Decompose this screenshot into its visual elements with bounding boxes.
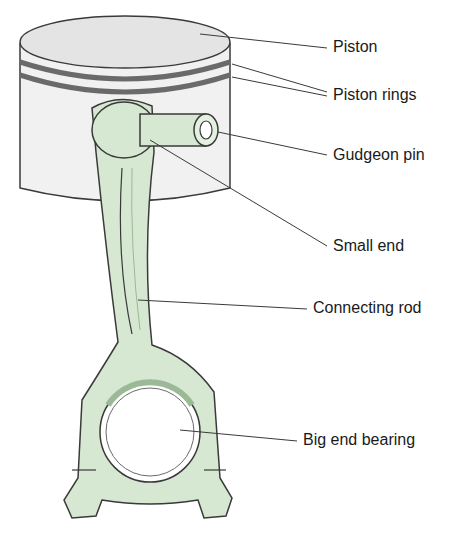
part-label: Big end bearing [303,430,415,450]
piston-ring [20,62,230,79]
leader-lines [138,34,327,441]
bearing-inner [106,388,194,476]
gudgeon-pin-bore [200,121,212,139]
piston-crown [20,16,230,68]
part-label: Piston rings [333,85,417,105]
leader-line [180,430,297,441]
connecting-rod [64,99,232,518]
part-label: Small end [333,236,404,256]
leader-line [232,64,327,92]
rod-rib-shade [132,168,140,330]
bearing-shell [108,382,192,405]
piston-ring [20,75,230,92]
leader-line [232,77,327,96]
bolt-line [72,469,96,470]
rod-rib [120,168,132,334]
part-label: Gudgeon pin [333,145,425,165]
gudgeon-pin-end [194,114,218,146]
leader-line [138,300,307,309]
big-end-bore [100,382,200,482]
bolt-line [204,469,226,470]
leader-line [150,140,327,246]
part-label: Piston [333,37,377,57]
leader-line [200,34,327,48]
part-label: Connecting rod [313,298,422,318]
leader-line [218,132,327,155]
